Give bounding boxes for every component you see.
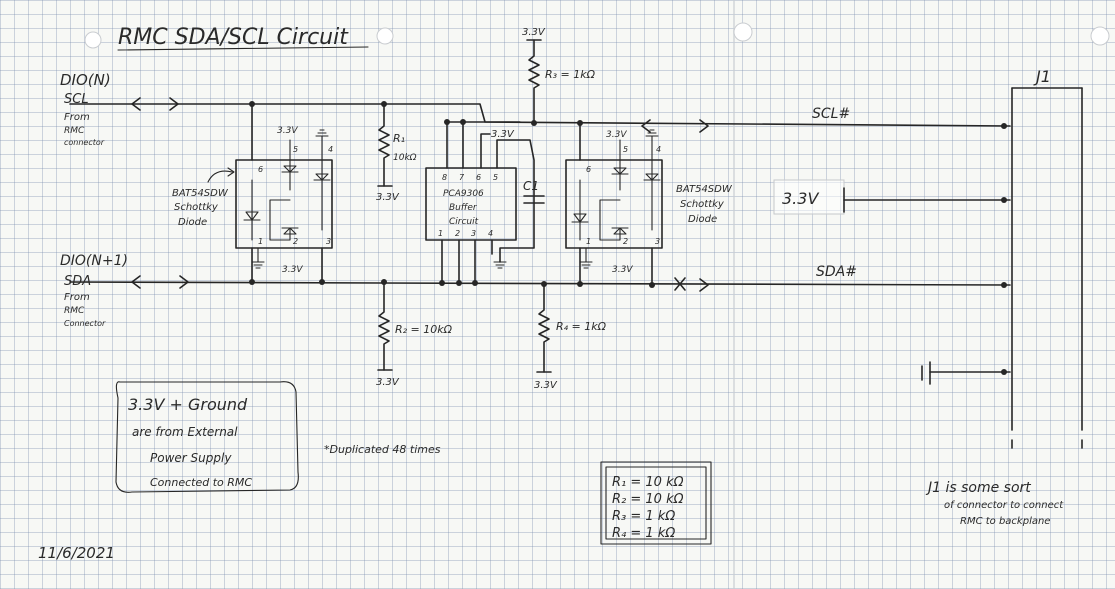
r1-rail: 3.3V [376, 192, 400, 203]
supply-line [843, 187, 1011, 213]
buffer-pin-top: 8 [442, 173, 447, 182]
resistor-r2 [377, 281, 393, 371]
buffer-pin-top: 6 [476, 173, 481, 182]
buffer-name: PCA9306 [443, 189, 484, 199]
left-diode-rail-bottom: 3.3V [282, 265, 303, 275]
sda-line [69, 275, 1011, 292]
capacitor-label: C1 [523, 179, 539, 193]
buffer-pin-bottom: 1 [438, 229, 443, 238]
buffer-name: Buffer [449, 203, 478, 213]
sda-out-label: SDA# [816, 264, 857, 280]
pin-number: 3 [326, 237, 331, 246]
scl-out-label: SCL# [812, 106, 850, 122]
right-diode-name: Schottky [680, 199, 725, 210]
date-note: 11/6/2021 [38, 544, 115, 562]
r1-label: R₁ [393, 132, 405, 145]
left-diode-name: Schottky [174, 202, 219, 213]
buffer-rail: 3.3V [491, 129, 515, 140]
r2-label: R₂ = 10kΩ [395, 323, 453, 336]
connector-label: J1 [1033, 67, 1051, 86]
left-diode-name: Diode [178, 217, 207, 228]
pin-number: 2 [293, 237, 298, 246]
buffer-pin-bottom: 4 [488, 229, 493, 238]
resistor-r3 [526, 39, 542, 124]
pin-number: 1 [258, 237, 263, 246]
left-diode-array [235, 103, 333, 283]
scl-from-label: connector [64, 138, 105, 147]
sda-pin-label: DIO(N+1) [60, 253, 128, 269]
pin-number: 6 [586, 165, 591, 174]
buffer-ic [425, 121, 545, 284]
value-table-row: R₂ = 10 kΩ [612, 492, 684, 507]
j1-note-line: J1 is some sort [925, 480, 1031, 496]
sda-from-label: RMC [64, 306, 85, 316]
right-diode-rail-top: 3.3V [606, 130, 627, 140]
buffer-pin-top: 7 [459, 173, 465, 182]
left-diode-name: BAT54SDW [172, 188, 229, 199]
right-diode-rail-bottom: 3.3V [612, 265, 633, 275]
sda-from-label: From [64, 292, 90, 303]
power-note-box [115, 381, 299, 493]
buffer-pin-top: 5 [493, 173, 498, 182]
r4-label: R₄ = 1kΩ [556, 320, 607, 333]
r3-label: R₃ = 1kΩ [545, 68, 596, 81]
scl-pin-label: DIO(N) [60, 71, 111, 89]
pin-number: 5 [293, 145, 298, 154]
pin-number: 5 [623, 145, 628, 154]
binder-hole [1090, 26, 1110, 46]
power-note-line: are from External [132, 425, 238, 439]
pin-number: 1 [586, 237, 591, 246]
resistor-r4 [536, 283, 552, 373]
page-seam [733, 0, 735, 589]
right-diode-name: Diode [688, 214, 717, 225]
value-table-row: R₁ = 10 kΩ [612, 475, 684, 490]
buffer-name: Circuit [449, 217, 479, 227]
duplicated-note: *Duplicated 48 times [324, 443, 441, 456]
j1-note-line: of connector to connect [944, 500, 1064, 511]
right-diode-name: BAT54SDW [676, 184, 733, 195]
binder-hole [376, 27, 394, 45]
buffer-pin-bottom: 2 [455, 229, 460, 238]
binder-hole [733, 22, 753, 42]
pin-number: 3 [655, 237, 660, 246]
power-note-line: Connected to RMC [150, 476, 252, 489]
buffer-pin-bottom: 3 [471, 229, 476, 238]
resistor-r1 [377, 103, 393, 187]
left-diode-pointer [207, 167, 235, 183]
page-title: RMC SDA/SCL Circuit [118, 25, 349, 50]
value-table-row: R₃ = 1 kΩ [612, 509, 675, 524]
supply-label: 3.3V [782, 189, 819, 208]
scl-name-label: SCL [64, 92, 89, 107]
r3-rail: 3.3V [522, 27, 546, 38]
r2-rail: 3.3V [376, 377, 400, 388]
scl-from-label: From [64, 112, 90, 123]
left-diode-rail-top: 3.3V [277, 126, 298, 136]
r1-value: 10kΩ [393, 153, 417, 163]
sda-from-label: Connector [64, 319, 106, 328]
power-note-line: 3.3V + Ground [128, 395, 248, 414]
pin-number: 2 [623, 237, 628, 246]
r4-rail: 3.3V [534, 380, 558, 391]
sda-name-label: SDA [64, 274, 91, 289]
connector-j1 [1011, 87, 1083, 449]
scl-line [69, 97, 1011, 133]
right-diode-array [565, 122, 663, 286]
title-underline [117, 46, 369, 51]
j1-note-line: RMC to backplane [960, 516, 1050, 527]
value-table-row: R₄ = 1 kΩ [612, 526, 675, 541]
value-table-outer [600, 461, 712, 545]
pin-number: 6 [258, 165, 263, 174]
binder-hole [84, 31, 102, 49]
supply-box [773, 179, 845, 215]
power-note-line: Power Supply [150, 451, 232, 465]
pin-number: 4 [328, 145, 333, 154]
value-table-inner [605, 466, 707, 540]
scl-from-label: RMC [64, 126, 85, 136]
pin-number: 4 [656, 145, 661, 154]
ground-line [921, 361, 1011, 385]
